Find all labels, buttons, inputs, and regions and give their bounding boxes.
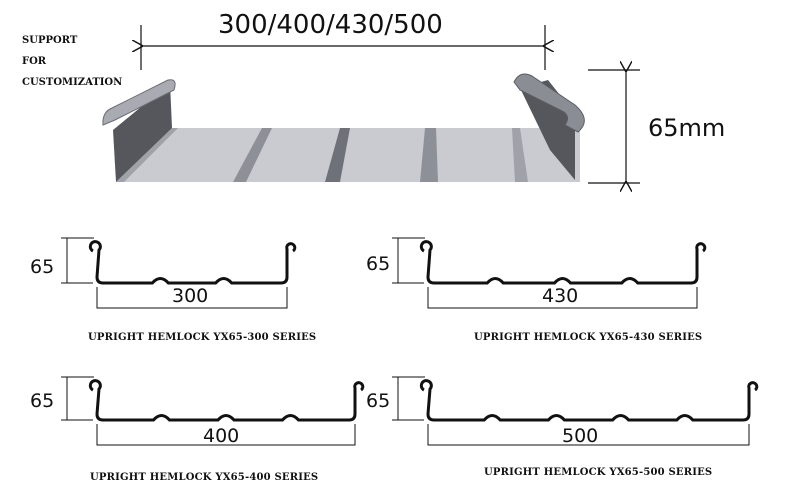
panel-3d-illustration (102, 73, 585, 182)
note-line: FOR (22, 56, 47, 67)
profile-430-width: 430 (542, 285, 579, 307)
profile-300-section (61, 237, 297, 309)
height-label: 65mm (648, 114, 726, 142)
profile-300-caption: UPRIGHT HEMLOCK YX65-300 SERIES (88, 332, 317, 343)
profile-400-section (61, 376, 365, 446)
profile-400-width: 400 (203, 425, 240, 447)
note-line: SUPPORT (22, 35, 78, 46)
profile-500-height: 65 (366, 390, 391, 412)
profile-outline (419, 379, 759, 422)
profile-430-caption: UPRIGHT HEMLOCK YX65-430 SERIES (474, 332, 703, 343)
profile-outline (419, 240, 707, 285)
profile-500-width: 500 (562, 425, 599, 447)
profile-300-height: 65 (30, 256, 55, 278)
profile-400-caption: UPRIGHT HEMLOCK YX65-400 SERIES (90, 472, 319, 483)
profile-outline (88, 379, 365, 422)
profile-dimension-lines (61, 237, 288, 309)
profile-400-height: 65 (30, 390, 55, 412)
width-options-label: 300/400/430/500 (218, 10, 443, 40)
profile-outline (88, 240, 297, 285)
profile-dimension-lines (61, 376, 356, 446)
height-dimension-line (588, 70, 640, 183)
note-line: CUSTOMIZATION (22, 77, 123, 88)
profile-300-width: 300 (172, 285, 209, 307)
width-dimension-line (141, 25, 545, 70)
profile-500-section (392, 376, 759, 446)
profile-500-caption: UPRIGHT HEMLOCK YX65-500 SERIES (484, 467, 713, 478)
customization-note: SUPPORT FOR CUSTOMIZATION (22, 30, 122, 93)
profile-430-height: 65 (366, 253, 391, 275)
profile-430-section (392, 237, 707, 309)
profile-dimension-lines (392, 376, 750, 446)
profile-dimension-lines (392, 237, 698, 309)
